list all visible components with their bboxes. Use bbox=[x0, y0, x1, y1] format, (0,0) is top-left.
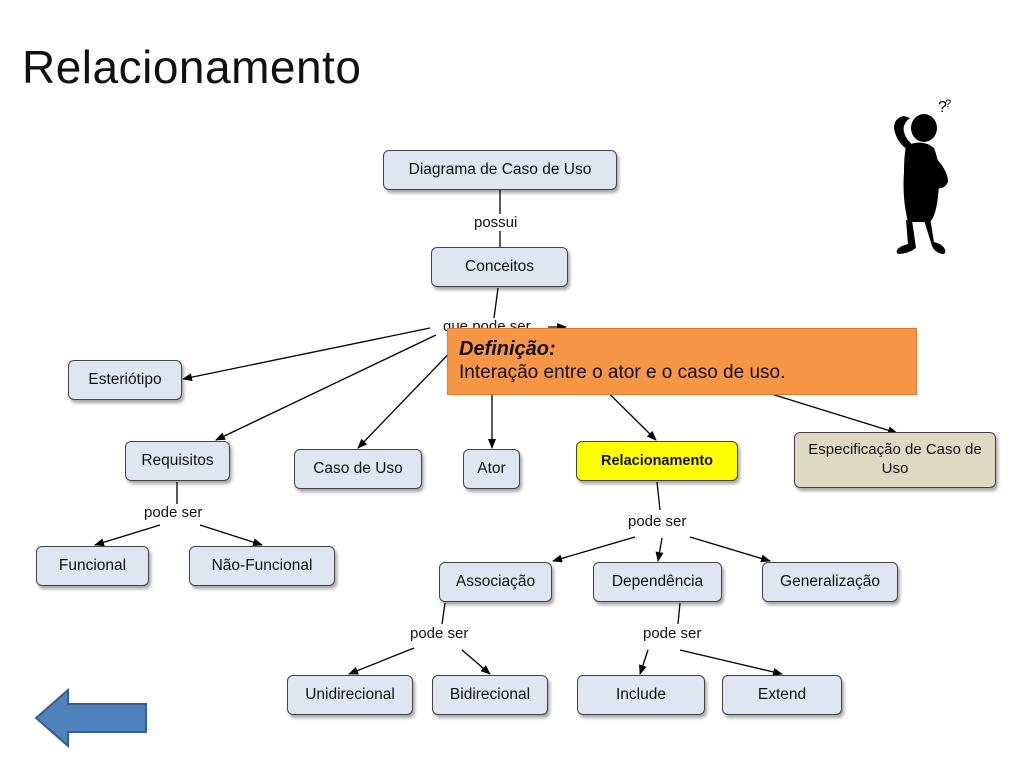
node-include: Include bbox=[577, 675, 705, 715]
edge-podeser-generalizacao bbox=[689, 536, 771, 563]
node-dependencia: Dependência bbox=[593, 562, 722, 602]
definition-heading: Definição: bbox=[459, 338, 556, 360]
node-relacionamento: Relacionamento bbox=[576, 441, 738, 481]
link-possui: possui bbox=[472, 214, 520, 231]
node-extend: Extend bbox=[722, 675, 842, 715]
edge-relacionamento-podeser bbox=[656, 481, 661, 511]
edge-dependencia-podeser bbox=[677, 602, 681, 625]
definition-callout: Definição: Interação entre o ator e o ca… bbox=[447, 328, 917, 395]
slide-title: Relacionamento bbox=[22, 41, 362, 93]
node-unidirecional: Unidirecional bbox=[287, 675, 413, 715]
back-arrow-icon[interactable] bbox=[34, 688, 148, 748]
edge-podeser-include bbox=[639, 649, 649, 675]
edge-conceitos-hub bbox=[493, 287, 499, 319]
node-requisitos: Requisitos bbox=[125, 441, 230, 481]
node-nao-funcional: Não-Funcional bbox=[189, 546, 335, 586]
node-caso-de-uso: Caso de Uso bbox=[294, 449, 422, 489]
node-bidirecional: Bidirecional bbox=[432, 675, 548, 715]
node-especificacao-caso-de-uso: Especificação de Caso de Uso bbox=[794, 432, 996, 488]
edge-podeser-associacao bbox=[552, 536, 636, 563]
edge-hub-caso bbox=[357, 339, 463, 449]
edge-podeser-bidirecional bbox=[461, 649, 491, 675]
node-associacao: Associação bbox=[439, 562, 552, 602]
edge-hub-requisitos bbox=[215, 334, 437, 441]
edge-podeser-unidirecional bbox=[348, 647, 415, 675]
definition-text: Interação entre o ator e o caso de uso. bbox=[459, 362, 786, 383]
edge-hub-esteriotipo bbox=[182, 327, 431, 382]
node-esteriotipo: Esteriótipo bbox=[68, 360, 182, 400]
edge-podeser-extend bbox=[679, 649, 783, 676]
link-pode-ser-requisitos: pode ser bbox=[142, 504, 205, 521]
node-generalizacao: Generalização bbox=[762, 562, 898, 602]
edge-podeser-dependencia bbox=[655, 537, 664, 562]
node-funcional: Funcional bbox=[36, 546, 149, 586]
node-conceitos: Conceitos bbox=[431, 247, 568, 287]
svg-text:?: ? bbox=[938, 99, 947, 116]
node-diagrama-caso-de-uso: Diagrama de Caso de Uso bbox=[383, 150, 617, 190]
node-ator: Ator bbox=[463, 449, 520, 489]
thinking-person-icon: ? ? bbox=[894, 98, 951, 254]
link-pode-ser-dependencia: pode ser bbox=[641, 625, 704, 642]
link-pode-ser-associacao: pode ser bbox=[408, 625, 471, 642]
svg-text:?: ? bbox=[945, 98, 951, 110]
edge-podeser-funcional bbox=[94, 524, 161, 547]
edge-associacao-podeser bbox=[441, 602, 446, 625]
edge-podeser-naofuncional bbox=[199, 524, 263, 547]
link-pode-ser-relacionamento: pode ser bbox=[626, 513, 689, 530]
